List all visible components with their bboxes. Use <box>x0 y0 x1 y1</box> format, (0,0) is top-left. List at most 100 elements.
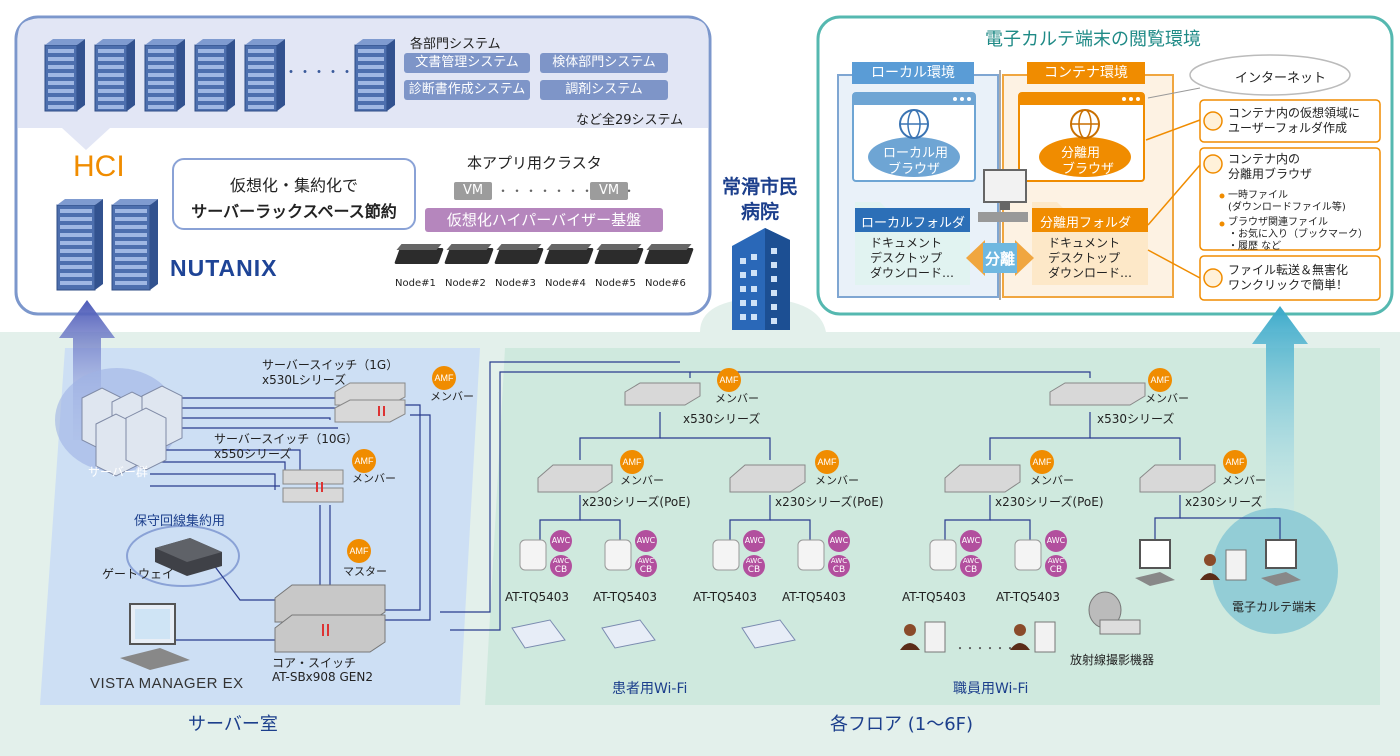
core-label: コア・スイッチ <box>272 656 357 670</box>
awc-cb-bottom: CB <box>639 565 653 575</box>
note-item: (ダウンロードファイル等) <box>1228 202 1346 213</box>
awc-cb-top: AWC <box>1047 557 1065 565</box>
amf-role-label: メンバー <box>620 474 664 487</box>
folder-item: ドキュメント <box>1048 236 1121 250</box>
awc-cb-bottom: CB <box>964 565 978 575</box>
switch-label: サーバースイッチ（1G） <box>262 358 399 372</box>
awc-badge: AWC <box>828 530 850 552</box>
rack-server-icon <box>111 199 158 291</box>
separate-label: 分離 <box>985 250 1016 268</box>
maintenance-label: 保守回線集約用 <box>134 514 226 529</box>
system-box-3: 診断書作成システム <box>404 80 530 100</box>
node-label: Node#1 <box>395 278 436 289</box>
folder-item: ダウンロード… <box>1048 266 1133 280</box>
local-env-label: ローカル環境 <box>871 65 955 81</box>
note-text: ファイル転送＆無害化 <box>1228 263 1349 277</box>
awc-cb-bottom: CB <box>747 565 761 575</box>
node-6: Node#6 <box>644 242 694 298</box>
hypervisor-label: 仮想化ハイパーバイザー基盤 <box>446 211 642 229</box>
amf-role-label: マスター <box>343 565 387 578</box>
node-1: Node#1 <box>394 242 444 298</box>
rack-server-icon <box>144 39 185 112</box>
switch-10g-label: サーバースイッチ（10G） x550シリーズ <box>214 432 358 462</box>
virtualization-box: 仮想化・集約化で サーバーラックスペース節約 <box>172 158 416 230</box>
ap-model-label: AT-TQ5403 <box>782 590 847 604</box>
awc-badge: AWC <box>1045 530 1067 552</box>
node-label: Node#5 <box>595 278 636 289</box>
sep-folder-items: ドキュメント デスクトップ ダウンロード… <box>1048 236 1132 281</box>
hci-label: HCI <box>73 150 125 183</box>
awc-cb-bottom: CB <box>1049 565 1063 575</box>
local-browser-line2: ブラウザ <box>888 162 941 177</box>
amf-badge: AMF <box>352 449 376 473</box>
awc-badge: AWC <box>743 530 765 552</box>
container-env-tab: コンテナ環境 <box>1027 62 1145 84</box>
amf-role-label: メンバー <box>815 474 859 487</box>
hospital-name-line1: 常滑市民 <box>722 176 799 198</box>
awc-cb-bottom: CB <box>554 565 568 575</box>
ap-model-label: AT-TQ5403 <box>693 590 758 604</box>
switch-series-label: x230シリーズ <box>1185 495 1263 509</box>
folder-item: デスクトップ <box>870 251 943 265</box>
amf-badge: AMF <box>717 368 741 392</box>
internet-label: インターネット <box>1235 71 1327 86</box>
amf-role-label: メンバー <box>715 392 759 405</box>
node-label: Node#3 <box>495 278 536 289</box>
nutanix-logo: NUTANIX <box>170 255 278 281</box>
amf-badge: AMF <box>1030 450 1054 474</box>
switch-series-label: x230シリーズ(PoE) <box>775 495 884 509</box>
note-item: ブラウザ関連ファイル <box>1228 217 1328 228</box>
switch-label: x530Lシリーズ <box>262 373 347 387</box>
hypervisor-box: 仮想化ハイパーバイザー基盤 <box>425 208 663 232</box>
rack-server-icon <box>194 39 235 112</box>
amf-badge: AMF <box>1223 450 1247 474</box>
rack-server-icon <box>244 39 285 112</box>
note-box-1: コンテナ内の仮想領域に ユーザーフォルダ作成 <box>1228 106 1360 136</box>
node-3: Node#3 <box>494 242 544 298</box>
node-label: Node#2 <box>445 278 486 289</box>
note-item: ・履歴 など <box>1228 241 1282 252</box>
cluster-title: 本アプリ用クラスタ <box>467 154 602 172</box>
core-switch-label: コア・スイッチ AT-SBx908 GEN2 <box>272 656 373 684</box>
ehr-title: 電子カルテ端末の閲覧環境 <box>985 29 1201 50</box>
virtualization-line1: 仮想化・集約化で <box>229 176 358 195</box>
node-label: Node#6 <box>645 278 686 289</box>
vm-box-right: VM <box>590 182 628 200</box>
rack-server-icon <box>354 39 395 112</box>
awc-cb-top: AWC <box>637 557 655 565</box>
awc-cb-top: AWC <box>745 557 763 565</box>
note-text: ワンクリックで簡単！ <box>1228 278 1349 292</box>
gateway-label: ゲートウェイ <box>102 567 175 581</box>
ehr-terminal-label: 電子カルテ端末 <box>1232 600 1317 614</box>
sep-folder-label: 分離用フォルダ <box>1040 216 1132 231</box>
amf-badge: AMF <box>432 366 456 390</box>
switch-series-label: x530シリーズ <box>1097 412 1175 426</box>
vm-label: VM <box>462 183 484 198</box>
note-text: 分離用ブラウザ <box>1228 167 1313 181</box>
switch-series-label: x230シリーズ(PoE) <box>995 495 1104 509</box>
note-item: 一時ファイル <box>1228 190 1288 201</box>
sep-browser-line2: ブラウザ <box>1062 162 1115 177</box>
switch-1g-label: サーバースイッチ（1G） x530Lシリーズ <box>262 358 398 388</box>
system-label: 文書管理システム <box>415 55 519 70</box>
vm-box-left: VM <box>454 182 492 200</box>
note-text: コンテナ内の <box>1228 152 1301 166</box>
vista-manager-logo: VISTA MANAGER EX <box>90 675 244 692</box>
awc-badge: AWC <box>550 530 572 552</box>
awc-cb-bottom: CB <box>832 565 846 575</box>
amf-badge: AMF <box>815 450 839 474</box>
server-group-label: サーバー群 <box>88 465 148 479</box>
staff-wifi-label: 職員用Wi-Fi <box>953 681 1029 697</box>
floor-label: 各フロア (1～6F) <box>830 714 974 735</box>
virtualization-line2: サーバーラックスペース節約 <box>191 202 397 221</box>
ap-model-label: AT-TQ5403 <box>996 590 1061 604</box>
systems-note: など全29システム <box>576 113 684 128</box>
server-room-label: サーバー室 <box>188 714 278 735</box>
amf-role-label: メンバー <box>1030 474 1074 487</box>
